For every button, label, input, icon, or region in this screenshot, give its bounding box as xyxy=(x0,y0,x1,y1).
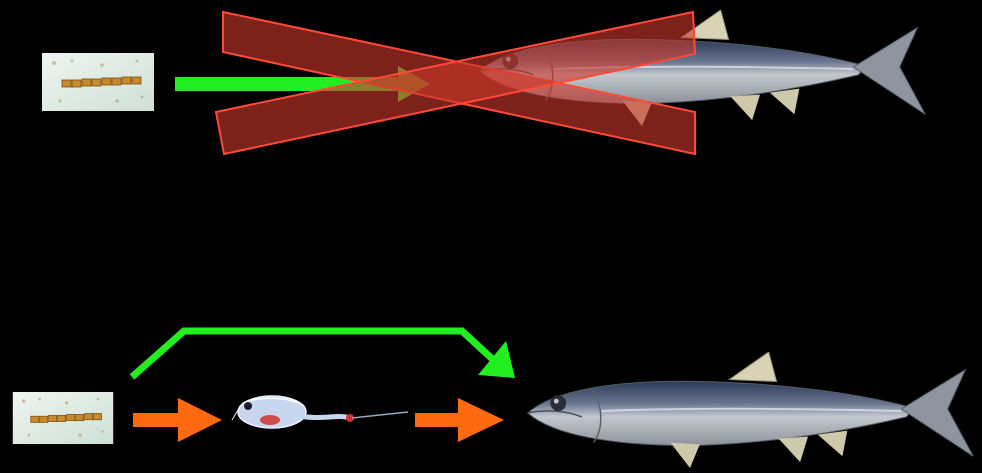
bottom-row xyxy=(13,331,973,468)
copepod-icon xyxy=(232,396,408,428)
anchovy-fish-icon xyxy=(528,352,973,468)
diatom-chain-icon xyxy=(42,53,154,111)
diatom-chain-icon xyxy=(13,392,113,444)
bypass-arrow xyxy=(132,331,515,378)
top-row xyxy=(42,10,925,154)
copepod-to-fish-arrow xyxy=(415,398,504,442)
diatom-to-copepod-arrow xyxy=(133,398,222,442)
